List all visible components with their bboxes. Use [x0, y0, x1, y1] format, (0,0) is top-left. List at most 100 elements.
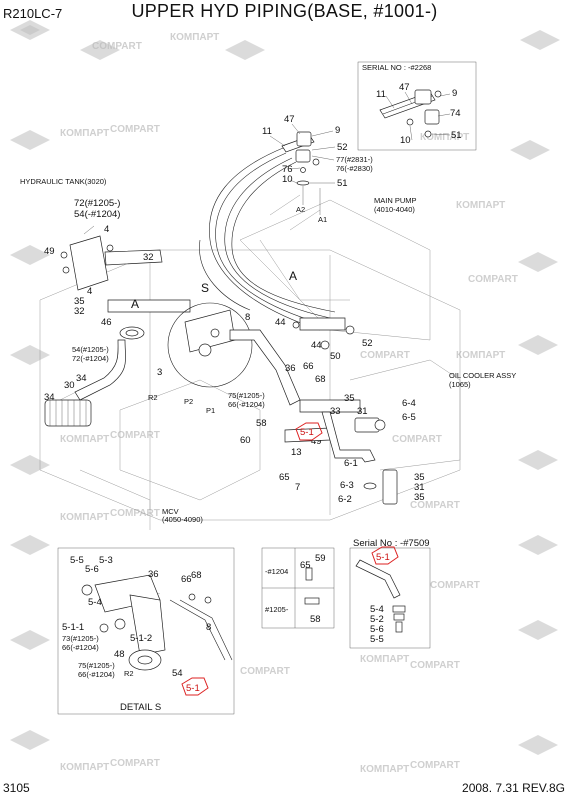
watermark-text: COMPART	[360, 350, 410, 361]
watermark-text: КОМПАРТ	[360, 764, 409, 775]
red-tag-text: 5-1	[186, 683, 200, 694]
watermark-text: COMPART	[110, 430, 160, 441]
watermark-text: COMPART	[430, 580, 480, 591]
part-number: 52	[362, 338, 373, 349]
watermark-text: COMPART	[410, 760, 460, 771]
part-number: 6-4	[402, 398, 416, 409]
detail-label: DETAIL S	[120, 702, 161, 713]
part-number: 6-1	[344, 458, 358, 469]
component-label: (4050-4090)	[162, 515, 203, 524]
watermark-logo	[80, 40, 120, 60]
component-label: MCV	[162, 507, 179, 516]
tank-assembly: HYDRAULIC TANK(3020) 72(#1205-) 54(-#120…	[20, 177, 215, 427]
callout-text: 66(-#1204)	[228, 400, 265, 409]
callout-text: 72(-#1204)	[72, 354, 109, 363]
part-number: 11	[376, 89, 386, 100]
part-number: 6-5	[402, 412, 416, 423]
part-number: 47	[399, 82, 410, 93]
table-cell: #1205-	[265, 605, 289, 614]
watermark-logo	[225, 40, 265, 60]
part-number: 5-5	[370, 634, 384, 645]
part-number: 32	[143, 252, 154, 263]
port-label: P2	[184, 397, 193, 406]
watermark-logo	[518, 450, 558, 470]
watermark-logo	[518, 620, 558, 640]
part-number: 5-2	[370, 614, 384, 625]
part-number: 68	[315, 374, 326, 385]
component-label: (4010-4040)	[374, 205, 415, 214]
part-number: 35	[344, 393, 355, 404]
watermark-text: COMPART	[110, 124, 160, 135]
part-number: 4	[87, 286, 92, 297]
watermark-text: COMPART	[110, 758, 160, 769]
watermark-text: COMPART	[410, 660, 460, 671]
red-tag-text: 5-1	[300, 427, 314, 438]
part-number: 60	[240, 435, 251, 446]
watermark-logo	[10, 20, 50, 40]
part-number: 10	[282, 174, 293, 185]
component-label: HYDRAULIC TANK(3020)	[20, 177, 107, 186]
part-number: 33	[330, 406, 341, 417]
part-number: 7	[295, 482, 300, 493]
callout-text: 75(#1205-)	[78, 661, 115, 670]
part-number: 6-3	[340, 480, 354, 491]
detail-s-box: DETAIL S 5-5 5-3 5-6 36 66 68 5-4 5-1-1 …	[57, 547, 235, 715]
variant-table: -#1204 #1205- 65 59 58	[261, 547, 335, 629]
watermark-text: COMPART	[468, 274, 518, 285]
part-number: 35	[414, 492, 425, 503]
watermark-logo	[10, 630, 50, 650]
watermark-text: КОМПАРТ	[360, 654, 409, 665]
part-number: 13	[291, 447, 302, 458]
part-number: 31	[414, 482, 425, 493]
part-number: 5-1-1	[62, 622, 84, 633]
part-number: 6-2	[338, 494, 352, 505]
part-number: 36	[148, 569, 159, 580]
center-pipes: A 8 44 52 44 50 36 66 68 75(#1205-) 66(-…	[162, 196, 516, 524]
component-label: (1065)	[449, 380, 471, 389]
part-number: 5-6	[370, 624, 384, 635]
part-number: 11	[262, 126, 272, 137]
model-code: R210LC-7	[3, 6, 63, 21]
watermark-layer	[10, 20, 560, 755]
watermark-logo	[10, 130, 50, 150]
watermark-text: КОМПАРТ	[456, 350, 505, 361]
part-number: 3	[157, 367, 162, 378]
callout-text: 73(#1205-)	[62, 634, 99, 643]
callout-text: 54(-#1204)	[74, 209, 120, 220]
part-number: 44	[275, 317, 286, 328]
serial-inset-bottom: Serial No : -#7509 5-1 5-4 5-2 5-6 5-5	[349, 538, 431, 649]
part-number: 49	[311, 436, 322, 447]
revision-date: 2008. 7.31 REV.8G	[462, 781, 565, 795]
part-number: 34	[44, 392, 55, 403]
watermark-logo	[10, 245, 50, 265]
component-label: MAIN PUMP	[374, 196, 417, 205]
part-number: 59	[315, 553, 326, 564]
watermark-logo	[518, 535, 558, 555]
part-number: 31	[357, 406, 368, 417]
part-number: 10	[400, 135, 411, 146]
watermark-text: COMPART	[110, 508, 160, 519]
part-number: 74	[450, 108, 461, 119]
machine-outline	[39, 194, 461, 530]
part-number: 32	[74, 306, 85, 317]
part-number: 34	[76, 373, 87, 384]
part-number: 44	[311, 340, 322, 351]
part-number: 5-5	[70, 555, 84, 566]
part-number: 46	[101, 317, 112, 328]
part-number: 58	[256, 418, 267, 429]
callout-text: 66(-#1204)	[62, 643, 99, 652]
watermark-logo	[518, 252, 558, 272]
part-number: 5-6	[85, 564, 99, 575]
part-number: 8	[245, 312, 250, 323]
callout-text: 76(-#2830)	[336, 164, 373, 173]
red-tag-text: 5-1	[376, 552, 390, 563]
part-number: 8	[206, 622, 211, 633]
view-marker: S	[201, 281, 209, 295]
watermark-text: КОМПАРТ	[170, 32, 219, 43]
watermark-text: COMPART	[410, 500, 460, 511]
watermark-text: КОМПАРТ	[420, 132, 469, 143]
part-number: 65	[300, 560, 311, 571]
part-number: 76	[282, 164, 293, 175]
page-header: R210LC-7 UPPER HYD PIPING(BASE, #1001-)	[0, 0, 569, 28]
